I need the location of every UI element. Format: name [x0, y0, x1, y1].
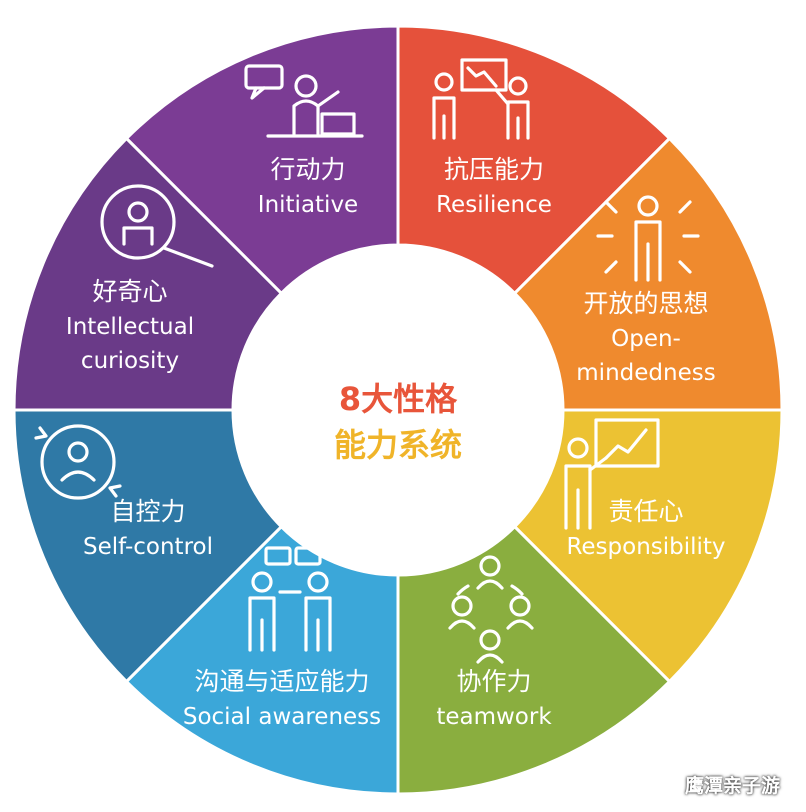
segment-label-cn: 责任心 [608, 497, 683, 526]
person-board-growth-icon [564, 418, 660, 530]
team-circle-icon [448, 555, 534, 664]
wechat-icon [650, 774, 678, 795]
segment-label-cn: 好奇心 [92, 277, 167, 306]
segment-label-en: curiosity [81, 348, 179, 374]
segment-label-en: Resilience [436, 192, 552, 218]
two-people-chart-icon [432, 58, 530, 140]
segment-label-en: Self-control [83, 534, 213, 560]
person-cycle-icon [34, 424, 122, 500]
segment-label-cn: 开放的思想 [583, 289, 708, 318]
person-arrows-icon [596, 195, 700, 282]
segment-label-cn: 沟通与适应能力 [194, 667, 369, 696]
segment-label-en: Social awareness [183, 704, 381, 730]
center-title-line1: 8大性格 [339, 380, 458, 418]
watermark: 鹰潭亲子游 [650, 771, 780, 798]
watermark-text: 鹰潭亲子游 [684, 775, 780, 797]
segment-label-en: Initiative [258, 192, 358, 218]
segment-label-en: Responsibility [566, 534, 725, 560]
magnifier-person-icon [100, 184, 214, 268]
segment-label-cn: 行动力 [270, 155, 345, 184]
center-circle [233, 245, 563, 575]
segment-label-cn: 抗压能力 [444, 155, 544, 184]
segment-label-en: mindedness [576, 360, 715, 386]
segment-label-en: Intellectual [66, 314, 194, 340]
segment-label-en: teamwork [436, 704, 552, 730]
segment-label-cn: 协作力 [456, 667, 531, 696]
segment-label-cn: 自控力 [110, 497, 185, 526]
two-people-talking-icon [248, 546, 332, 652]
segment-label-en: Open- [611, 326, 681, 352]
center-title-line2: 能力系统 [334, 426, 462, 464]
presenter-at-desk-icon [244, 64, 364, 138]
